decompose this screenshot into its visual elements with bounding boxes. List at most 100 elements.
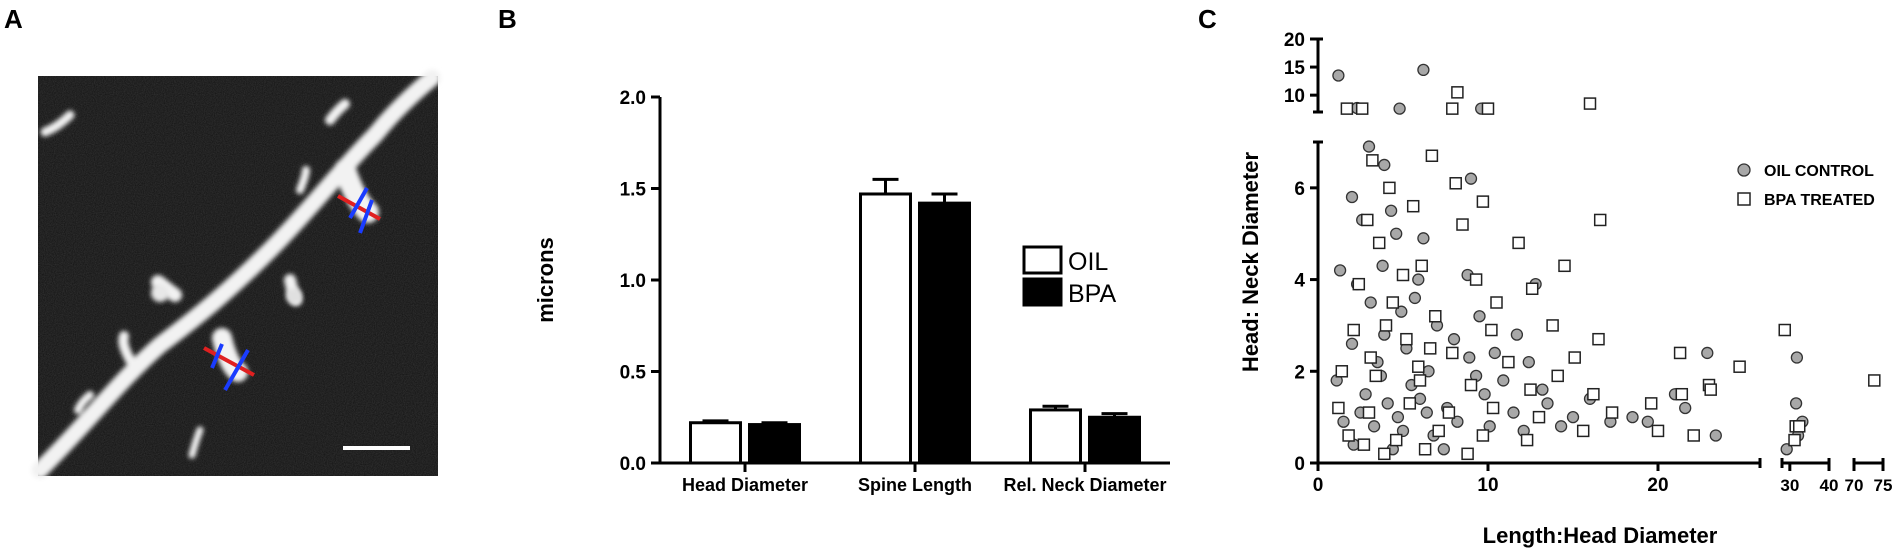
point-bpa-treated [1413,374,1427,387]
neck-diameter-line-top [358,199,374,234]
point-bpa-treated [1418,442,1432,456]
bar-oil [689,421,742,465]
x-tick-label: 75 [1874,476,1893,495]
point-oil-control [1473,310,1486,323]
point-bpa-treated [1461,447,1474,461]
y-tick-label: 1.5 [620,180,647,201]
point-bpa-treated [1386,296,1400,309]
point-oil-control [1332,69,1345,82]
y-tick-label: 4 [1294,271,1305,292]
point-bpa-treated [1451,86,1464,99]
head-diameter-line-bottom [223,349,250,391]
point-oil-control [1367,420,1381,433]
point-bpa-treated [1592,332,1605,346]
point-bpa-treated [1558,259,1571,273]
point-bpa-treated [1362,406,1376,419]
point-bpa-treated [1352,277,1366,291]
point-bpa-treated [1651,424,1665,438]
point-oil-control [1447,333,1461,346]
neck-diameter-line-bottom [210,343,224,369]
point-bpa-treated [1412,360,1425,373]
point-bpa-treated [1512,236,1525,250]
category-label: Spine Length [858,475,972,495]
x-tick-label: 40 [1820,476,1839,495]
point-bpa-treated [1446,346,1459,360]
point-oil-control [1626,410,1639,424]
point-oil-control [1359,388,1372,401]
point-oil-control [1420,406,1433,419]
legend-label: BPA TREATED [1764,192,1875,209]
point-oil-control [1463,351,1476,364]
point-bpa-treated [1415,259,1428,273]
point-oil-control [1789,397,1803,410]
panel-c-letter: C [1198,4,1217,34]
point-bpa-treated [1406,199,1420,213]
spine-length-line-bottom [203,346,255,377]
point-bpa-treated [1340,102,1354,115]
point-bpa-treated [1576,424,1590,438]
point-oil-control [1417,63,1430,77]
point-oil-control [1510,328,1524,341]
point-bpa-treated [1583,97,1597,110]
point-oil-control [1541,397,1554,410]
point-bpa-treated [1704,383,1717,396]
point-oil-control [1333,264,1347,277]
point-oil-control [1437,443,1450,456]
bar-oil [859,192,912,465]
point-bpa-treated [1502,355,1515,369]
point-bpa-treated [1372,236,1386,250]
point-bpa-treated [1868,374,1881,387]
point-oil-control [1641,415,1654,428]
legend-label: OIL CONTROL [1764,163,1874,180]
point-bpa-treated [1675,387,1689,401]
x-axis-title: Length:Head Diameter [1483,523,1718,548]
point-bpa-treated [1778,323,1791,337]
point-oil-control [1780,443,1793,456]
point-bpa-treated [1432,424,1445,438]
point-oil-control [1408,291,1422,305]
point-oil-control [1464,172,1478,185]
point-oil-control [1451,415,1464,428]
point-oil-control [1483,420,1496,433]
point-bpa-treated [1379,319,1393,332]
legend-label: OIL [1068,248,1108,276]
point-bpa-treated [1593,213,1607,227]
point-oil-control [1396,424,1410,438]
y-tick-label: 2.0 [620,88,646,109]
y-tick-label: 6 [1294,179,1305,200]
point-bpa-treated [1449,177,1462,190]
point-bpa-treated [1644,397,1658,410]
point-bpa-treated [1546,319,1559,332]
point-bpa-treated [1442,406,1456,419]
point-bpa-treated [1423,342,1437,355]
y-tick-label: 0.5 [620,363,647,384]
point-oil-control [1566,410,1580,424]
point-bpa-treated [1332,401,1345,415]
point-oil-control [1709,429,1722,442]
legend-label: BPA [1068,280,1116,308]
y-tick-label: 1.0 [620,271,646,292]
point-oil-control [1337,415,1350,428]
point-oil-control [1381,397,1394,410]
point-bpa-treated [1532,410,1546,424]
x-tick-label: 70 [1845,476,1864,495]
point-bpa-treated [1378,447,1391,461]
y-tick-label: 20 [1284,30,1305,51]
point-oil-control [1412,273,1425,286]
point-bpa-treated [1520,433,1534,447]
point-oil-control [1522,355,1535,369]
point-bpa-treated [1605,406,1619,419]
legend-swatch [1022,277,1063,307]
point-oil-control [1364,296,1377,309]
point-oil-control [1376,259,1389,272]
point-bpa-treated [1481,102,1495,115]
point-bpa-treated [1587,387,1600,401]
point-bpa-treated [1476,195,1490,208]
x-tick-label: 30 [1780,476,1799,495]
point-bpa-treated [1425,149,1439,163]
legend-swatch [1022,245,1063,275]
category-label: Rel. Neck Diameter [1003,475,1166,495]
point-oil-control [1393,102,1406,115]
